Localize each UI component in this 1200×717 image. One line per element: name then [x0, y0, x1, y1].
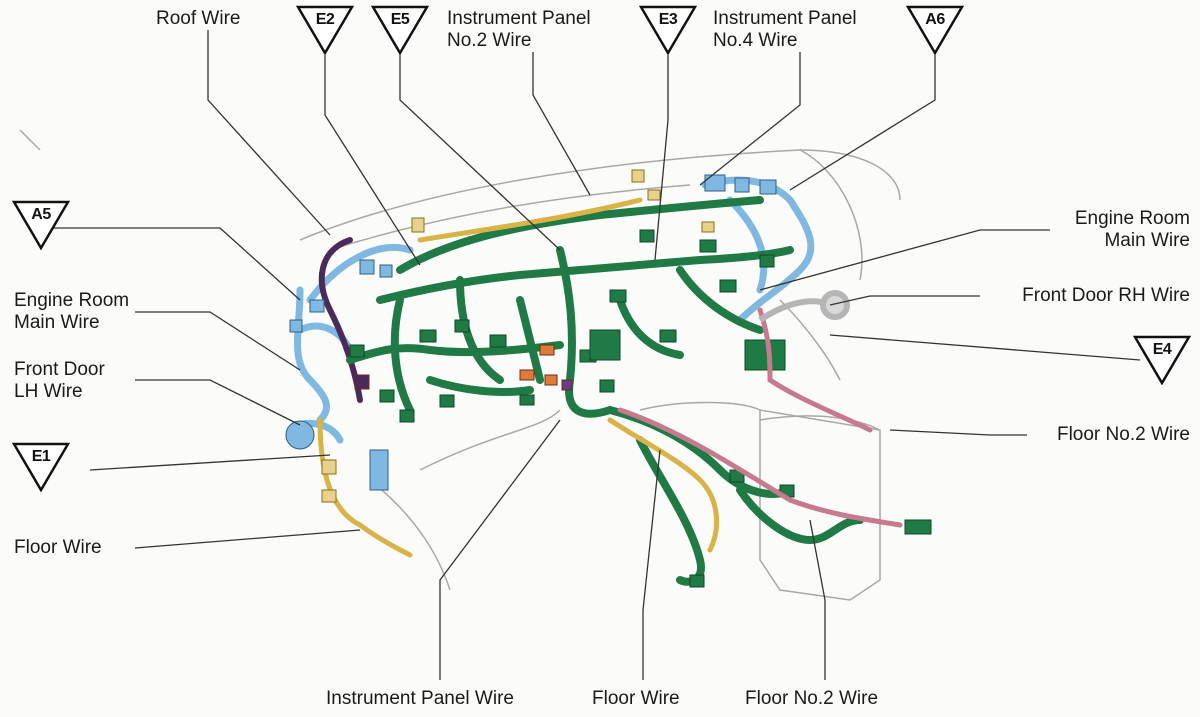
instrument-panel-no2-wire-label: Instrument Panel No.2 Wire	[447, 8, 591, 51]
instrument-panel-connectors	[349, 229, 932, 588]
instrument-panel-no4-wire-label: Instrument Panel No.4 Wire	[713, 8, 857, 51]
engine-room-main-wire-right-label: Engine Room Main Wire	[1074, 208, 1190, 251]
floor-wire-connectors	[321, 169, 715, 503]
special-connectors	[354, 344, 573, 391]
ground-point-e3-badge: E3	[639, 5, 697, 55]
instrument-panel-wire-harness	[346, 196, 864, 586]
leader-lines	[52, 30, 1141, 680]
roof-wire-label: Roof Wire	[156, 8, 241, 29]
engine-room-main-wire-left-label: Engine Room Main Wire	[14, 290, 130, 333]
ground-point-e5-badge: E5	[371, 5, 429, 55]
front-door-rh-wire-label: Front Door RH Wire	[1022, 285, 1190, 306]
floor-wire-left-label: Floor Wire	[14, 537, 102, 558]
ground-point-a5-badge: A5	[12, 200, 70, 250]
ground-point-a6-badge: A6	[906, 5, 964, 55]
floor-no2-wire-bottom-label: Floor No.2 Wire	[745, 688, 879, 709]
vehicle-outline	[19, 129, 901, 601]
ground-point-e4-badge: E4	[1133, 335, 1191, 385]
floor-no2-wire-right-label: Floor No.2 Wire	[1056, 424, 1190, 445]
floor-wire-harness	[317, 197, 720, 558]
front-door-rh-wire-harness	[758, 290, 850, 323]
floor-wire-bottom-label: Floor Wire	[592, 688, 680, 709]
ground-point-e1-badge: E1	[12, 442, 70, 492]
front-door-lh-wire-label: Front Door LH Wire	[14, 359, 105, 402]
instrument-panel-wire-label: Instrument Panel Wire	[326, 688, 514, 709]
engine-room-connectors	[285, 174, 777, 491]
ground-point-e2-badge: E2	[296, 5, 354, 55]
roof-wire-harness	[318, 237, 363, 403]
